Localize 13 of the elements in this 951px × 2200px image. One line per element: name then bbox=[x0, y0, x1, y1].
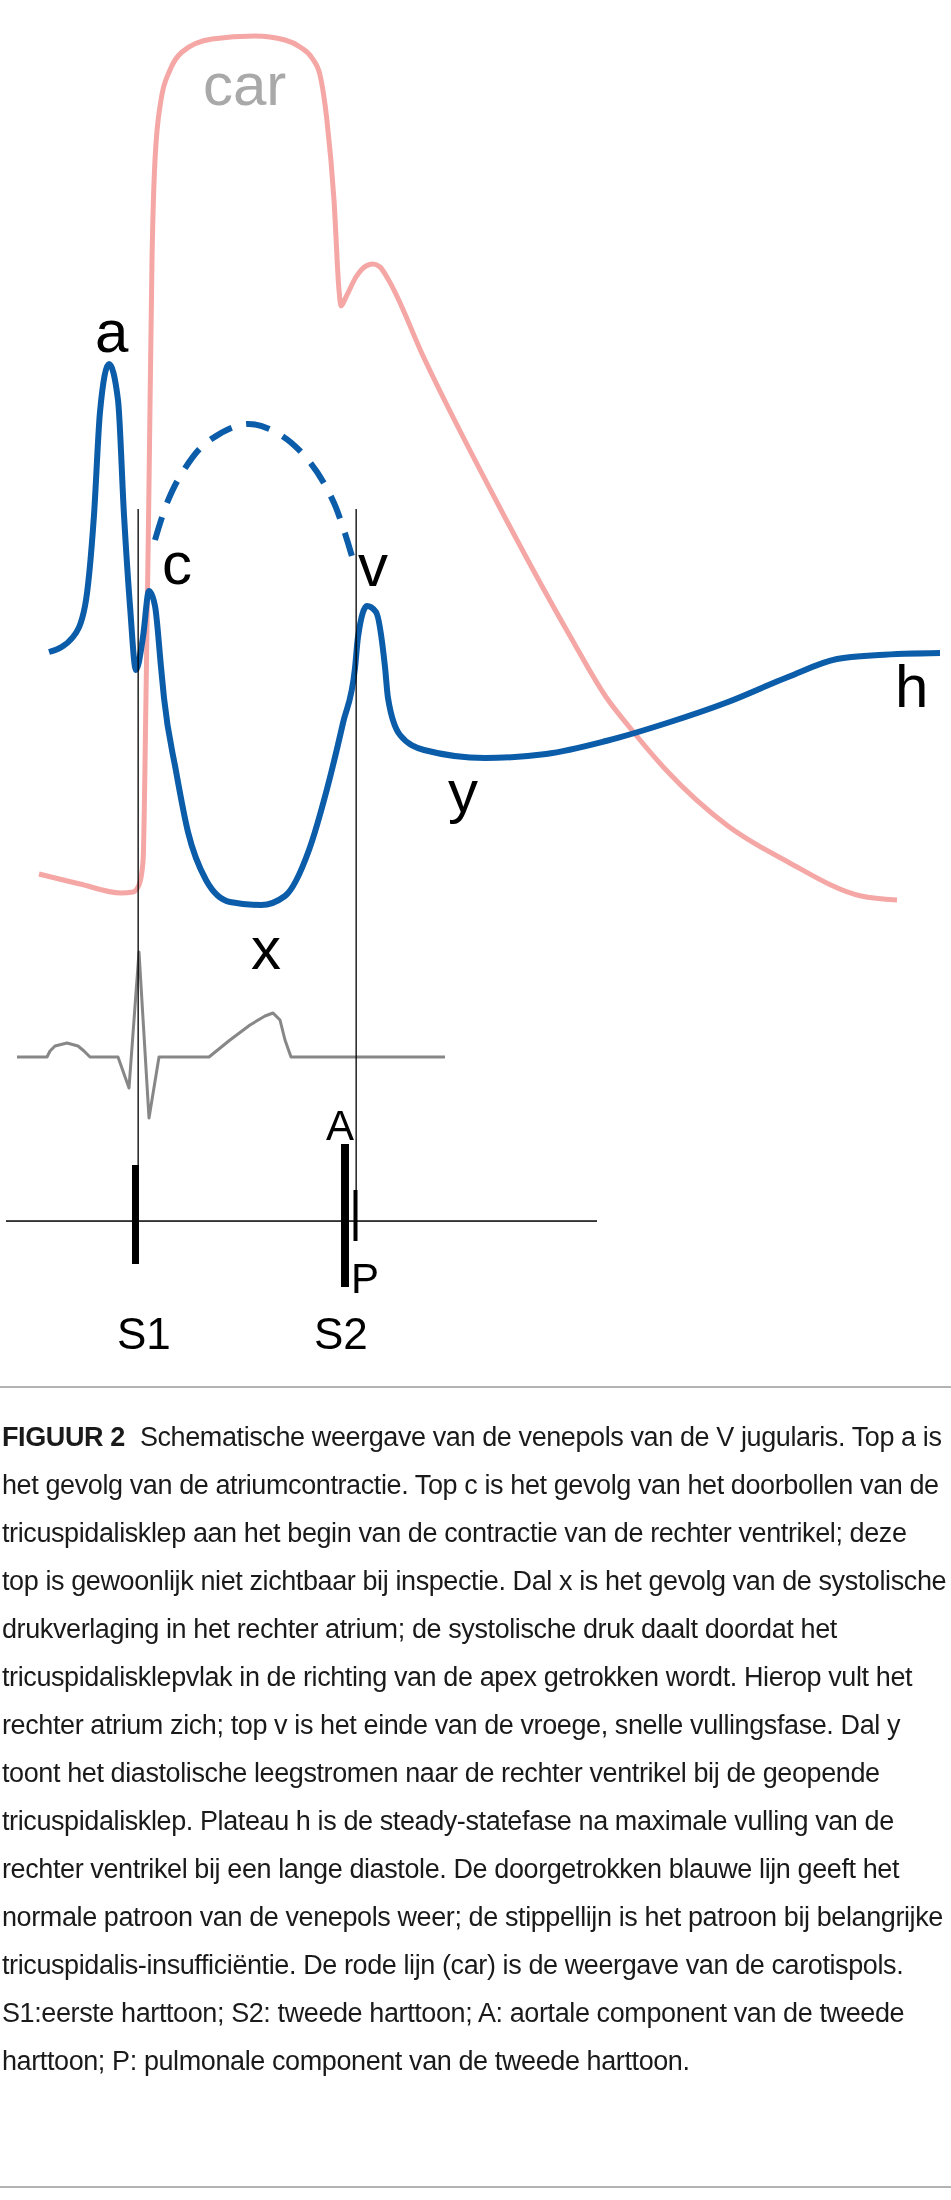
figure-caption: FIGUUR 2 Schematische weergave van de venepols van de V jugularis. Top a is het gevolg van de atriumcontractie. Top c is het gevolg van het doorbollen van de tricuspidalisklep aan het begin van de contractie van de rechter ventrikel; deze top is gewoonlijk niet zichtbaar bij inspectie. Dal x is het gevolg van de systolische drukverlaging in het rechter atrium; de systolische druk daalt doordat het tricuspidalisklepvlak in de richting van de apex getrokken wordt. Hierop vult het rechter atrium zich; top v is het einde van de vroege, snelle vullingsfase. Dal y toont het diastolische leegstromen naar de rechter ventrikel bij de geopende tricuspidalisklep. Plateau h is de steady-statefase na maximale vulling van de rechter ventrikel bij een lange diastole. De doorgetrokken blauwe lijn geeft het normale patroon van de venepols weer; de stippellijn is het patroon bij belangrijke tricuspidalis-insufficiëntie. De rode lijn (car) is de weergave van de carotispols. bbox=[2, 1421, 947, 1982]
curve-label: y bbox=[448, 762, 478, 822]
curve-label: v bbox=[358, 536, 388, 596]
heart-sound-label: S1 bbox=[117, 1312, 171, 1356]
heart-sound-label: S2 bbox=[314, 1312, 368, 1356]
caption-note: S1:eerste harttoon; S2: tweede harttoon; A: aortale component van de tweede harttoon; P: pulmonale component van de tweede harttoon. bbox=[2, 1997, 906, 2078]
curve-label: x bbox=[251, 919, 281, 979]
curve-label: h bbox=[895, 657, 929, 717]
curve-label: c bbox=[162, 534, 192, 594]
curve-label: a bbox=[95, 302, 129, 362]
component-label: A bbox=[326, 1105, 354, 1147]
component-label: P bbox=[351, 1258, 379, 1300]
curve-label: car bbox=[203, 55, 287, 115]
